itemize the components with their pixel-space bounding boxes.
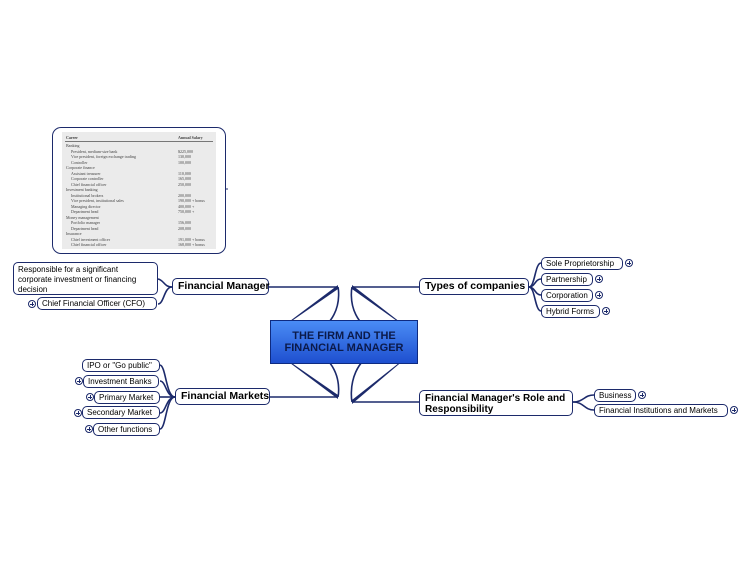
leaf-hybrid-forms[interactable]: Hybrid Forms [541, 305, 600, 318]
salary-table-cell: Vice president, institutional sales [71, 198, 124, 203]
salary-table-cell: Department head [71, 209, 99, 214]
salary-table-row: Department head 208,000 [62, 226, 216, 231]
salary-table-row: Vice president, foreign exchange trading… [62, 154, 216, 159]
expand-icon[interactable] [86, 393, 94, 401]
expand-icon[interactable] [75, 377, 83, 385]
expand-icon[interactable] [625, 259, 633, 267]
leaf-responsible[interactable]: Responsible for a significant corporate … [13, 262, 158, 295]
salary-table-row: Insurance [62, 231, 216, 236]
salary-table-cell: 200,000 [178, 192, 191, 198]
leaf-cfo[interactable]: Chief Financial Officer (CFO) [37, 297, 157, 310]
expand-icon[interactable] [595, 275, 603, 283]
salary-table-row: Money management [62, 215, 216, 220]
branch-financial-markets[interactable]: Financial Markets [175, 388, 270, 405]
salary-table-cell: 208,000 [178, 225, 191, 231]
salary-table-cell: Vice president, foreign exchange trading [71, 154, 136, 159]
salary-table-cell: Banking [66, 143, 80, 148]
salary-table-cell: Corporate finance [66, 165, 95, 170]
salary-table-row: Chief financial officer 168,000 + bonus [62, 242, 216, 247]
salary-table-cell: 250,000 [178, 181, 191, 187]
salary-table-row: Department head 750,000 + [62, 209, 216, 214]
salary-table-cell: 100,000 [178, 159, 191, 165]
salary-table-cell: Managing director [71, 203, 101, 209]
expand-icon[interactable] [638, 391, 646, 399]
salary-table-row: Career Annual Salary [62, 135, 216, 140]
salary-table-cell: Career [66, 135, 78, 140]
salary-table-row: Chief investment officer 191,000 + bonus [62, 237, 216, 242]
leaf-business[interactable]: Business [594, 389, 636, 402]
salary-table-row: Assistant treasurer 110,000 [62, 171, 216, 176]
salary-table-cell: President, medium-size bank [71, 148, 118, 154]
expand-icon[interactable] [730, 406, 738, 414]
salary-table-cell: 156,000 [178, 220, 191, 225]
salary-table-cell: Corporate controller [71, 176, 104, 181]
leaf-other-functions[interactable]: Other functions [93, 423, 160, 436]
expand-icon[interactable] [602, 307, 610, 315]
leaf-sole-proprietorship[interactable]: Sole Proprietorship [541, 257, 623, 270]
salary-table-row: Corporate controller 165,000 [62, 176, 216, 181]
salary-table-row: Portfolio manager 156,000 [62, 220, 216, 225]
salary-table-row: Vice president, institutional sales 190,0… [62, 198, 216, 203]
salary-table-cell: Chief financial officer [71, 181, 107, 187]
salary-table-row: President, medium-size bank $225,000 [62, 149, 216, 154]
salary-table-row: Controller 100,000 [62, 160, 216, 165]
salary-table-cell: 110,000 [178, 170, 191, 176]
salary-table-cell: 168,000 + bonus [178, 242, 205, 247]
salary-table-cell: Institutional brokers [71, 192, 104, 198]
salary-table-cell: 191,000 + bonus [178, 236, 205, 242]
salary-table-cell: Chief investment officer [71, 236, 111, 242]
salary-table-cell: Department head [71, 225, 99, 231]
salary-table-row: Corporate finance [62, 165, 216, 170]
leaf-partnership[interactable]: Partnership [541, 273, 593, 286]
salary-table-cell: Investment banking [66, 187, 98, 192]
salary-table-cell: 130,000 [178, 154, 191, 159]
salary-table-row: Investment banking [62, 187, 216, 192]
salary-table-row: Chief financial officer 250,000 [62, 182, 216, 187]
leaf-secondary-market[interactable]: Secondary Market [82, 406, 160, 419]
leaf-primary-market[interactable]: Primary Market [94, 391, 160, 404]
leaf-investment-banks[interactable]: Investment Banks [83, 375, 159, 388]
leaf-financial-institutions[interactable]: Financial Institutions and Markets [594, 404, 728, 417]
salary-table-cell: Money management [66, 214, 99, 220]
salary-table-cell: 400,000 + [178, 203, 195, 209]
expand-icon[interactable] [74, 409, 82, 417]
expand-icon[interactable] [595, 291, 603, 299]
branch-financial-manager[interactable]: Financial Manager [172, 278, 270, 295]
salary-table-row: Institutional brokers 200,000 [62, 193, 216, 198]
salary-table-cell: Insurance [66, 231, 82, 236]
expand-icon[interactable] [85, 425, 93, 433]
salary-table-cell: 750,000 + [178, 209, 195, 214]
salary-table-divider [65, 141, 213, 142]
salary-table-cell: Assistant treasurer [71, 170, 101, 176]
salary-table-cell: $225,000 [178, 148, 193, 154]
salary-table-cell: 190,000 + bonus [178, 198, 205, 203]
salary-table-row: Managing director 400,000 + [62, 204, 216, 209]
central-topic[interactable]: THE FIRM AND THE FINANCIAL MANAGER [270, 320, 418, 364]
expand-icon[interactable] [28, 300, 36, 308]
salary-table-cell: Controller [71, 159, 88, 165]
branch-types-of-companies[interactable]: Types of companies [419, 278, 529, 295]
salary-table-cell: Chief financial officer [71, 242, 107, 247]
leaf-ipo[interactable]: IPO or "Go public" [82, 359, 160, 372]
salary-table-cell: Portfolio manager [71, 220, 100, 225]
salary-table-cell: 165,000 [178, 176, 191, 181]
branch-role-responsibility[interactable]: Financial Manager's Role and Responsibil… [419, 390, 573, 416]
leaf-corporation[interactable]: Corporation [541, 289, 593, 302]
salary-table-cell: Annual Salary [178, 135, 203, 140]
salary-table-row: Banking [62, 143, 216, 148]
